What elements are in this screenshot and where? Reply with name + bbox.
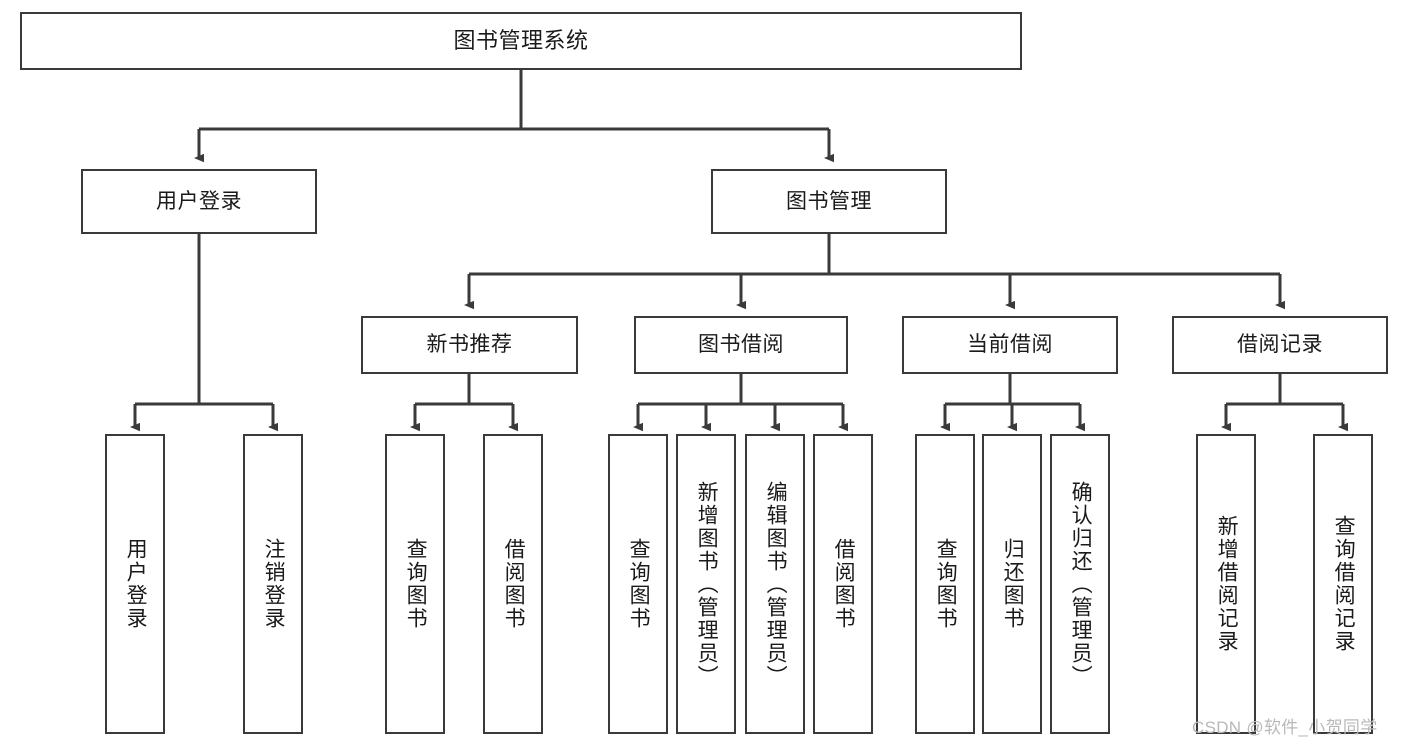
node-user-login[interactable]: 用户登录 (81, 169, 317, 234)
node-borrow-record[interactable]: 借阅记录 (1172, 316, 1388, 374)
node-root-system[interactable]: 图书管理系统 (20, 12, 1022, 70)
leaf-book-borrow-borrow[interactable]: 借阅图书 (813, 434, 873, 734)
leaf-user-login-logout[interactable]: 注销登录 (243, 434, 303, 734)
leaf-current-borrow-confirm[interactable]: 确认归还（管理员） (1050, 434, 1110, 734)
leaf-borrow-record-add[interactable]: 新增借阅记录 (1196, 434, 1256, 734)
node-book-management[interactable]: 图书管理 (711, 169, 947, 234)
leaf-book-borrow-add[interactable]: 新增图书（管理员） (676, 434, 736, 734)
node-current-borrow[interactable]: 当前借阅 (902, 316, 1118, 374)
leaf-new-book-query[interactable]: 查询图书 (385, 434, 445, 734)
csdn-watermark: CSDN @软件_小贺同学 (1192, 718, 1378, 737)
node-book-borrow[interactable]: 图书借阅 (634, 316, 848, 374)
leaf-book-borrow-query[interactable]: 查询图书 (608, 434, 668, 734)
leaf-borrow-record-query[interactable]: 查询借阅记录 (1313, 434, 1373, 734)
node-new-book-recommend[interactable]: 新书推荐 (361, 316, 578, 374)
leaf-new-book-borrow[interactable]: 借阅图书 (483, 434, 543, 734)
leaf-current-borrow-query[interactable]: 查询图书 (915, 434, 975, 734)
leaf-user-login-login[interactable]: 用户登录 (105, 434, 165, 734)
leaf-current-borrow-return[interactable]: 归还图书 (982, 434, 1042, 734)
leaf-book-borrow-edit[interactable]: 编辑图书（管理员） (745, 434, 805, 734)
